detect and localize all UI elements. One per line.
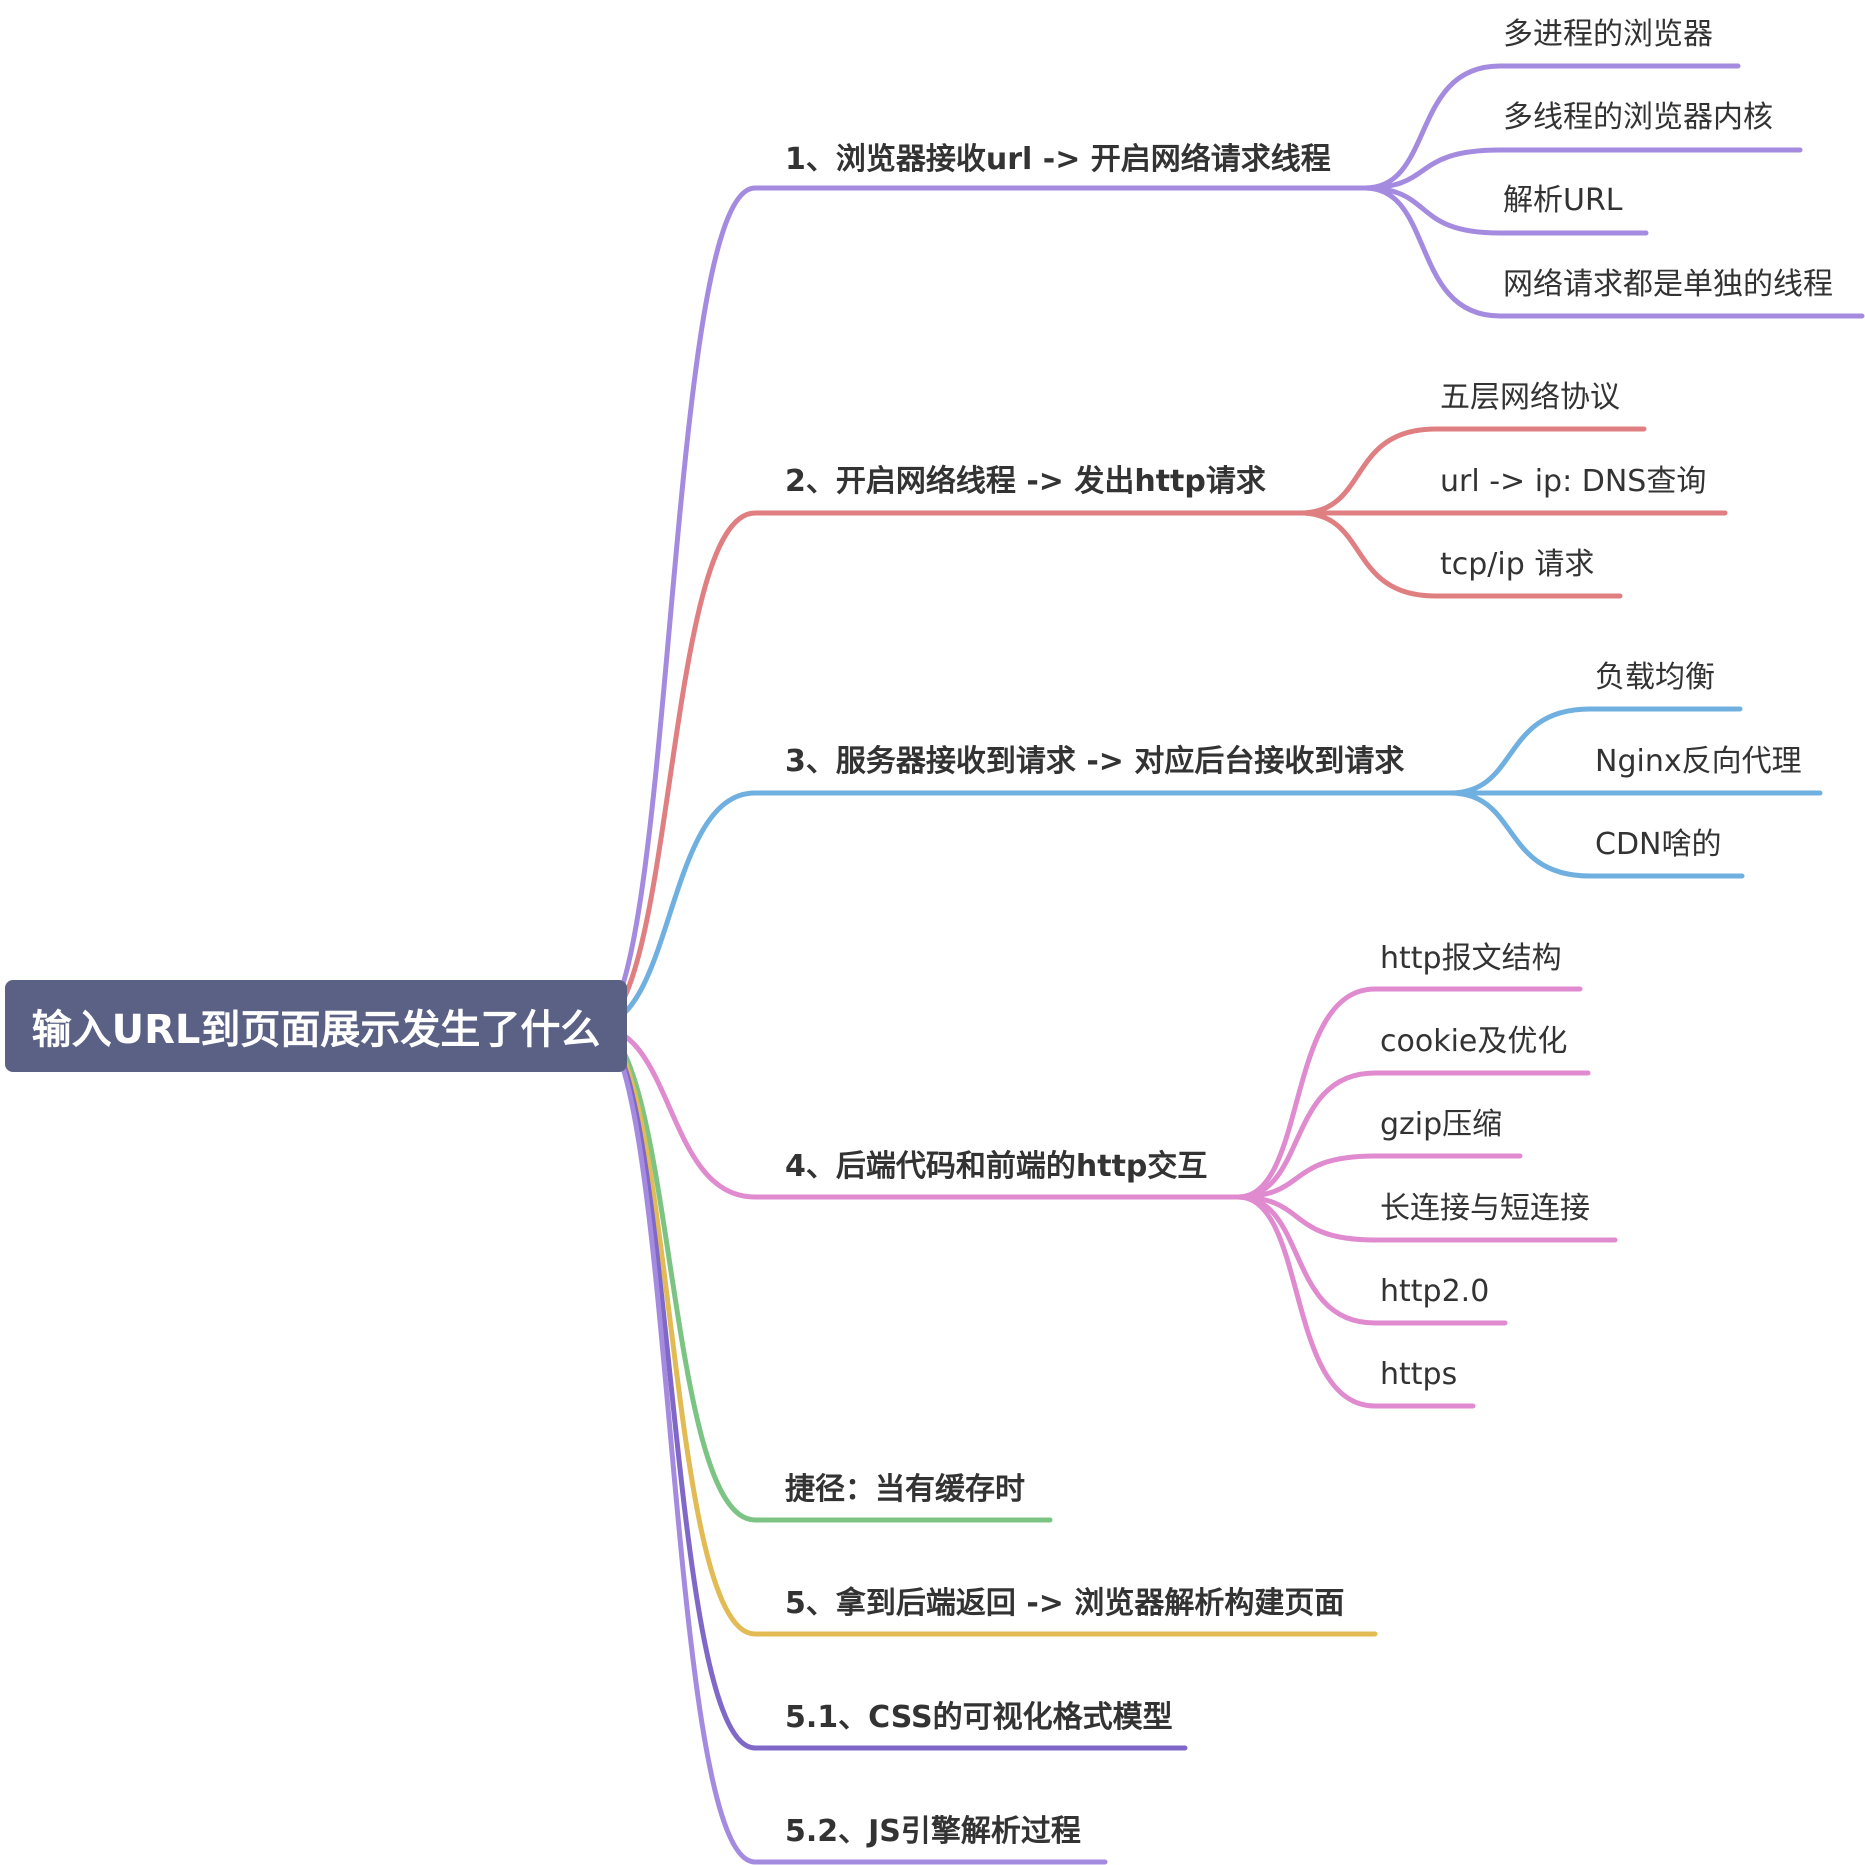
leaf-label: url -> ip: DNS查询 xyxy=(1440,464,1707,499)
leaf-label: 解析URL xyxy=(1503,183,1623,218)
leaf-topic[interactable]: 网络请求都是单独的线程 xyxy=(1503,270,1833,300)
leaf-topic[interactable]: Nginx反向代理 xyxy=(1595,747,1802,777)
branch-connector xyxy=(592,790,1453,1029)
branch-topic-8[interactable]: 5.2、JS引擎解析过程 xyxy=(785,1817,1081,1847)
leaf-connector xyxy=(1235,1070,1591,1200)
leaf-topic[interactable]: http报文结构 xyxy=(1380,944,1562,974)
leaf-label: 五层网络协议 xyxy=(1440,380,1620,415)
branch-topic-4[interactable]: 4、后端代码和前端的http交互 xyxy=(785,1152,1207,1182)
branch-connector xyxy=(592,185,1368,1029)
branch-label: 4、后端代码和前端的http交互 xyxy=(785,1149,1208,1184)
root-topic[interactable]: 输入URL到页面展示发生了什么 xyxy=(5,980,627,1072)
leaf-label: CDN啥的 xyxy=(1595,827,1722,862)
branch-label: 5.2、JS引擎解析过程 xyxy=(785,1814,1081,1849)
leaf-connector xyxy=(1447,790,1745,879)
branch-topic-2[interactable]: 2、开启网络线程 -> 发出http请求 xyxy=(785,467,1266,497)
branch-label: 1、浏览器接收url -> 开启网络请求线程 xyxy=(785,142,1331,177)
branch-topic-1[interactable]: 1、浏览器接收url -> 开启网络请求线程 xyxy=(785,145,1331,175)
leaf-connector xyxy=(1447,706,1743,796)
leaf-label: 负载均衡 xyxy=(1595,660,1715,695)
leaf-topic[interactable]: url -> ip: DNS查询 xyxy=(1440,467,1706,497)
leaf-label: https xyxy=(1380,1357,1458,1392)
leaf-label: tcp/ip 请求 xyxy=(1440,547,1595,582)
branch-topic-7[interactable]: 5.1、CSS的可视化格式模型 xyxy=(785,1703,1173,1733)
branch-label: 捷径：当有缓存时 xyxy=(785,1472,1025,1507)
leaf-label: 网络请求都是单独的线程 xyxy=(1503,267,1833,302)
leaf-topic[interactable]: 解析URL xyxy=(1503,186,1623,216)
leaf-topic[interactable]: 多进程的浏览器 xyxy=(1503,20,1713,50)
leaf-connector xyxy=(1235,986,1583,1200)
leaf-label: http2.0 xyxy=(1380,1274,1490,1309)
leaf-label: 长连接与短连接 xyxy=(1380,1191,1590,1226)
leaf-connector xyxy=(1362,185,1649,236)
leaf-topic[interactable]: CDN啥的 xyxy=(1595,830,1722,860)
leaf-topic[interactable]: gzip压缩 xyxy=(1380,1110,1502,1140)
branch-connector xyxy=(592,1023,1378,1637)
leaf-connector xyxy=(1235,1194,1508,1326)
leaf-label: http报文结构 xyxy=(1380,941,1562,976)
leaf-connector xyxy=(1362,63,1741,191)
leaf-connector xyxy=(1235,1194,1476,1409)
branch-topic-3[interactable]: 3、服务器接收到请求 -> 对应后台接收到请求 xyxy=(785,747,1404,777)
leaf-connector xyxy=(1362,147,1803,191)
leaf-label: gzip压缩 xyxy=(1380,1107,1503,1142)
branch-label: 2、开启网络线程 -> 发出http请求 xyxy=(785,464,1266,499)
branch-connector xyxy=(592,1023,1108,1865)
leaf-topic[interactable]: 负载均衡 xyxy=(1595,663,1715,693)
leaf-connector xyxy=(1235,1194,1618,1243)
branch-label: 5.1、CSS的可视化格式模型 xyxy=(785,1700,1173,1735)
leaf-label: cookie及优化 xyxy=(1380,1024,1568,1059)
branch-label: 5、拿到后端返回 -> 浏览器解析构建页面 xyxy=(785,1586,1345,1621)
leaf-connector xyxy=(1362,185,1865,319)
leaf-topic[interactable]: https xyxy=(1380,1360,1457,1390)
branch-topic-6[interactable]: 5、拿到后端返回 -> 浏览器解析构建页面 xyxy=(785,1589,1344,1619)
leaf-topic[interactable]: 五层网络协议 xyxy=(1440,383,1620,413)
leaf-label: 多进程的浏览器 xyxy=(1503,17,1713,52)
leaf-label: Nginx反向代理 xyxy=(1595,744,1802,779)
leaf-label: 多线程的浏览器内核 xyxy=(1503,100,1773,135)
leaf-topic[interactable]: cookie及优化 xyxy=(1380,1027,1567,1057)
leaf-connector xyxy=(1297,510,1623,599)
root-topic-label: 输入URL到页面展示发生了什么 xyxy=(31,1007,601,1053)
leaf-connector xyxy=(1297,426,1647,516)
branch-label: 3、服务器接收到请求 -> 对应后台接收到请求 xyxy=(785,744,1405,779)
branch-topic-5[interactable]: 捷径：当有缓存时 xyxy=(785,1475,1025,1505)
leaf-topic[interactable]: http2.0 xyxy=(1380,1277,1489,1307)
leaf-connector xyxy=(1235,1153,1523,1200)
leaf-topic[interactable]: 长连接与短连接 xyxy=(1380,1194,1590,1224)
leaf-topic[interactable]: tcp/ip 请求 xyxy=(1440,550,1594,580)
leaf-topic[interactable]: 多线程的浏览器内核 xyxy=(1503,103,1773,133)
